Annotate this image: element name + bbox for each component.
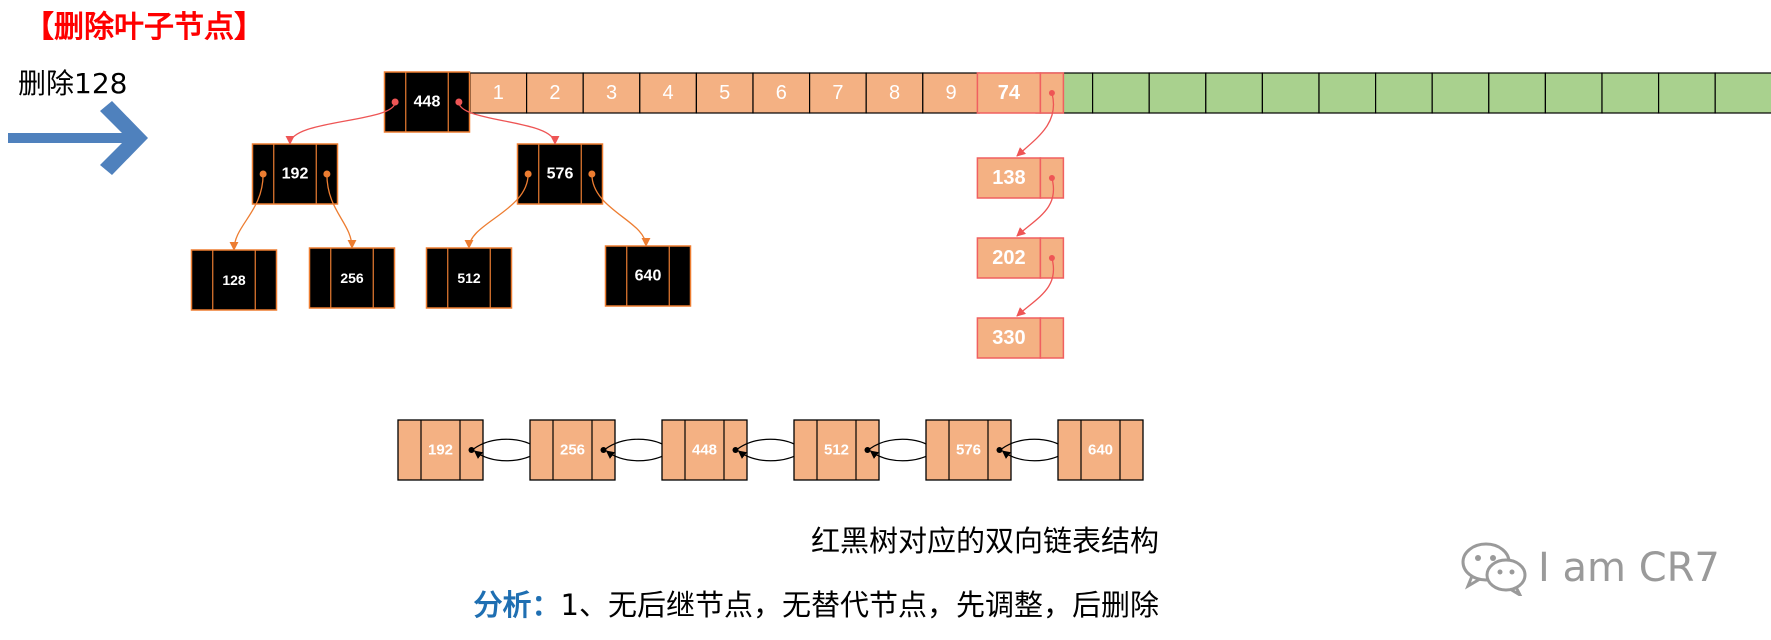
array-slot-label: 6 bbox=[776, 82, 787, 104]
chain-node bbox=[976, 157, 1042, 199]
watermark: I am CR7 bbox=[1460, 540, 1720, 596]
chain-pointer bbox=[1016, 257, 1055, 317]
analysis-line: 分析：1、无后继节点，无替代节点，先调整，后删除 bbox=[474, 582, 1159, 624]
watermark-text: I am CR7 bbox=[1538, 545, 1720, 591]
chain-node-label: 202 bbox=[992, 247, 1025, 269]
list-node-label: 256 bbox=[560, 442, 585, 459]
array-slot bbox=[1205, 72, 1264, 114]
tree-node bbox=[383, 71, 471, 133]
chain-node-label: 330 bbox=[992, 327, 1025, 349]
tree-edge bbox=[285, 101, 396, 145]
array-slot-label: 9 bbox=[946, 82, 957, 104]
array-slot bbox=[695, 72, 754, 114]
tree-node bbox=[251, 143, 339, 205]
analysis-text: 1、无后继节点，无替代节点，先调整，后删除 bbox=[560, 588, 1159, 622]
tree-node-label: 576 bbox=[547, 166, 574, 183]
wechat-icon bbox=[1460, 540, 1528, 596]
blue-arrow-shape bbox=[8, 101, 148, 175]
list-node bbox=[1057, 419, 1144, 481]
array-slot bbox=[1488, 72, 1547, 114]
tree-node-label: 448 bbox=[414, 94, 441, 111]
array-slot bbox=[1261, 72, 1320, 114]
tree-edge bbox=[591, 173, 651, 247]
array-slot-label: 7 bbox=[832, 82, 843, 104]
array-slot bbox=[582, 72, 641, 114]
chain-pointer bbox=[1016, 92, 1055, 157]
pointer-dot bbox=[600, 447, 607, 453]
pointer-dot bbox=[468, 447, 475, 453]
tree-node bbox=[425, 247, 513, 309]
tree-node bbox=[516, 143, 604, 205]
array-slot bbox=[752, 72, 811, 114]
array-slot-label: 4 bbox=[663, 82, 674, 104]
array-slot bbox=[1601, 72, 1660, 114]
list-node-label: 192 bbox=[428, 442, 453, 459]
array-slot bbox=[808, 72, 867, 114]
pointer-dot bbox=[996, 447, 1003, 453]
list-node-label: 576 bbox=[956, 442, 981, 459]
array-slot bbox=[1714, 72, 1771, 114]
tree-edge bbox=[326, 173, 357, 249]
array-slot bbox=[922, 72, 980, 114]
chain-node bbox=[976, 237, 1042, 279]
array-slot bbox=[1431, 72, 1490, 114]
array-slot-label: 2 bbox=[549, 82, 560, 104]
tree-node bbox=[190, 249, 278, 311]
array-slot bbox=[1544, 72, 1603, 114]
tree-node bbox=[604, 245, 692, 307]
tree-node-label: 128 bbox=[222, 272, 246, 288]
list-node-label: 640 bbox=[1088, 442, 1113, 459]
array-slot-label: 3 bbox=[606, 82, 617, 104]
array-slot bbox=[1374, 72, 1433, 114]
array-slot-label: 8 bbox=[889, 82, 900, 104]
tree-edge bbox=[458, 101, 560, 145]
tree-node-label: 640 bbox=[635, 268, 662, 285]
tree-edge bbox=[464, 173, 529, 249]
tree-node bbox=[308, 247, 396, 309]
list-node-label: 512 bbox=[824, 442, 849, 459]
array-slot-label: 1 bbox=[493, 82, 504, 104]
tree-node-label: 256 bbox=[340, 270, 364, 286]
chain-node-label: 138 bbox=[992, 167, 1025, 189]
tree-edge bbox=[229, 173, 264, 251]
array-slot bbox=[1091, 72, 1150, 114]
analysis-label: 分析： bbox=[473, 588, 561, 622]
chain-node-next bbox=[1039, 317, 1065, 359]
list-node-label: 448 bbox=[692, 442, 717, 459]
caption: 红黑树对应的双向链表结构 bbox=[810, 524, 1159, 558]
array-slot bbox=[1148, 72, 1207, 114]
array-slot bbox=[525, 72, 584, 114]
tree-node-label: 512 bbox=[457, 270, 481, 286]
array-slot bbox=[1318, 72, 1377, 114]
page-title: 【删除叶子节点】 bbox=[24, 10, 264, 45]
pointer-dot bbox=[732, 447, 739, 453]
tree-node-label: 192 bbox=[282, 166, 309, 183]
array-slot-label: 5 bbox=[719, 82, 730, 104]
chain-node-label: 74 bbox=[998, 82, 1021, 104]
array-slot bbox=[1657, 72, 1716, 114]
action-label: 删除128 bbox=[18, 67, 128, 100]
pointer-dot bbox=[864, 447, 871, 453]
chain-pointer bbox=[1016, 177, 1055, 237]
array-slot bbox=[865, 72, 924, 114]
